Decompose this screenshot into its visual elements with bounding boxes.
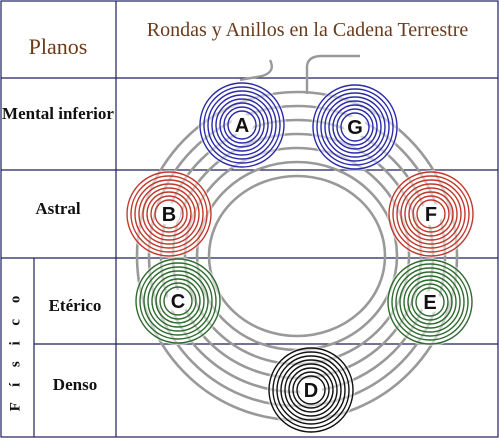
globe-ring <box>284 363 338 417</box>
globe-ring <box>288 367 334 413</box>
globe-ring <box>142 187 196 241</box>
globe-ring <box>396 179 466 249</box>
globe-ring <box>130 175 208 253</box>
globe-ring <box>211 94 273 156</box>
globe-ring <box>150 195 188 233</box>
globe-ring <box>276 355 346 425</box>
globe-f: F <box>387 170 475 258</box>
globe-ring <box>395 267 465 337</box>
globe-ring <box>199 82 285 168</box>
globe-ring <box>336 108 374 146</box>
globe-ring <box>154 199 184 229</box>
globe-ring <box>151 274 205 328</box>
globe-e: E <box>386 258 474 346</box>
globe-label: D <box>304 380 318 402</box>
globe-ring <box>332 104 378 150</box>
globe-ring <box>227 110 257 140</box>
globe-label: G <box>347 117 363 139</box>
globe-core <box>158 203 180 225</box>
globe-ring <box>404 187 458 241</box>
plane-label-fisico: F í s i c o <box>2 289 30 411</box>
globe-ring <box>403 275 457 329</box>
plane-label-fisico-text: F í s i c o <box>7 289 24 411</box>
globe-label: F <box>425 204 437 226</box>
globe-ring <box>139 262 217 340</box>
globe-ring <box>159 282 197 320</box>
globe-ring <box>392 175 470 253</box>
globe-b: B <box>125 170 213 258</box>
globe-core <box>167 290 189 312</box>
globe-d: D <box>267 346 355 434</box>
globe-core <box>420 203 442 225</box>
globe-ring <box>126 171 212 257</box>
globe-label: C <box>171 291 185 313</box>
globe-core <box>419 291 441 313</box>
spiral-ring <box>183 146 411 366</box>
globe-ring <box>416 199 446 229</box>
globe-ring <box>340 112 370 142</box>
plane-label-mental-inferior: Mental inferior <box>2 104 114 123</box>
globe-label: B <box>162 204 176 226</box>
globe-ring <box>138 183 200 245</box>
globe-ring <box>400 183 462 245</box>
globe-ring <box>135 258 221 344</box>
globe-ring <box>292 371 330 409</box>
globe-ring <box>219 102 265 148</box>
globe-ring <box>268 347 354 433</box>
globe-ring <box>155 278 201 324</box>
spiral-ring <box>207 174 387 338</box>
globe-ring <box>412 195 450 233</box>
globe-ring <box>223 106 261 144</box>
globe-label: E <box>423 292 436 314</box>
globe-ring <box>388 171 474 257</box>
globe-ring <box>146 191 192 237</box>
globe-label: A <box>235 115 249 137</box>
globe-ring <box>387 259 473 345</box>
globe-ring <box>203 86 281 164</box>
globe-core <box>344 116 366 138</box>
globe-ring <box>407 279 453 325</box>
spiral-ring <box>195 160 399 352</box>
globe-c: C <box>134 257 222 345</box>
globe-ring <box>134 179 204 249</box>
globe-g: G <box>311 83 399 171</box>
globe-ring <box>207 90 277 160</box>
globe-ring <box>296 375 326 405</box>
globe-ring <box>215 98 269 152</box>
spiral-entry-hook <box>239 59 273 82</box>
globe-ring <box>408 191 454 237</box>
globe-ring <box>143 266 213 336</box>
globe-ring <box>312 84 398 170</box>
planes-column-title: Planos <box>28 34 88 59</box>
globe-ring <box>415 287 445 317</box>
plane-label-astral: Astral <box>35 199 81 218</box>
globe-ring <box>328 100 382 154</box>
globe-ring <box>272 351 350 429</box>
globe-ring <box>411 283 449 321</box>
globe-ring <box>399 271 461 333</box>
globe-ring <box>163 286 193 316</box>
globe-core <box>231 114 253 136</box>
plane-label-eterico: Etérico <box>48 296 102 315</box>
diagram-title: Rondas y Anillos en la Cadena Terrestre <box>146 19 469 41</box>
globe-ring <box>320 92 390 162</box>
plane-label-denso: Denso <box>52 375 98 394</box>
globe-ring <box>316 88 394 166</box>
globe-ring <box>391 263 469 341</box>
globe-ring <box>324 96 386 158</box>
globe-ring <box>280 359 342 421</box>
globe-a: A <box>198 81 286 169</box>
globe-ring <box>147 270 209 332</box>
spiral-exit-hook <box>305 54 360 94</box>
globe-core <box>300 379 322 401</box>
